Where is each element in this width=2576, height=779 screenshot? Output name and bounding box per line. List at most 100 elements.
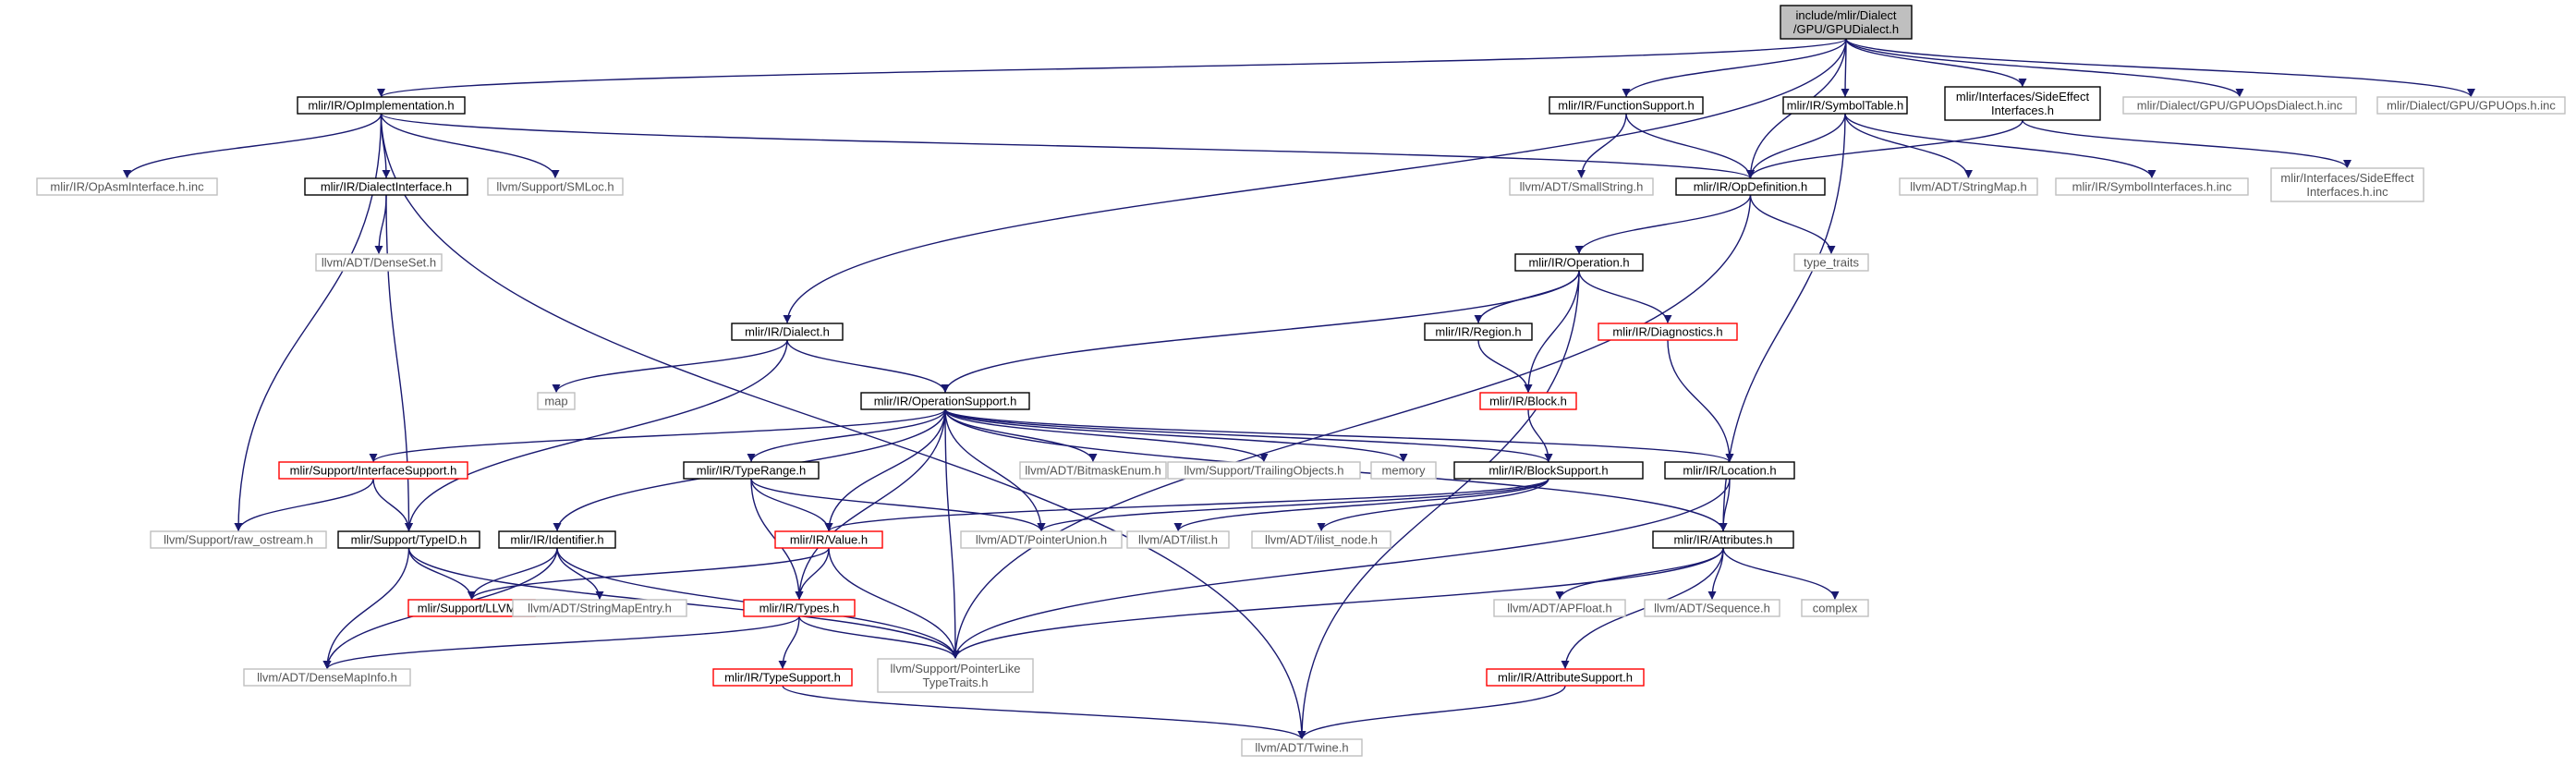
node-stringmap[interactable]: llvm/ADT/StringMap.h — [1899, 177, 2038, 196]
node-label: TypeTraits.h — [922, 676, 988, 689]
node-label: /GPU/GPUDialect.h — [1793, 22, 1899, 36]
node-box — [304, 177, 468, 196]
edge-opdef-to-typetraits — [1749, 194, 1836, 255]
edge-dialect-to-map — [552, 339, 788, 394]
node-box — [1251, 530, 1391, 549]
node-memory[interactable]: memory — [1370, 461, 1437, 480]
node-funcsupport[interactable]: mlir/IR/FunctionSupport.h — [1549, 96, 1704, 115]
node-box — [860, 392, 1030, 410]
node-box — [1793, 253, 1869, 272]
node-stringmapentry[interactable]: llvm/ADT/StringMapEntry.h — [512, 599, 687, 617]
node-value[interactable]: mlir/IR/Value.h — [774, 530, 883, 549]
node-twine[interactable]: llvm/ADT/Twine.h — [1241, 738, 1363, 757]
edge-typeid-to-llvmh — [407, 547, 476, 601]
node-label: mlir/IR/Attributes.h — [1674, 533, 1773, 547]
edge-types-to-typesupport — [778, 615, 800, 670]
node-apfloat[interactable]: llvm/ADT/APFloat.h — [1493, 599, 1626, 617]
node-box — [877, 658, 1034, 693]
node-root[interactable]: include/mlir/Dialect/GPU/GPUDialect.h — [1780, 5, 1913, 40]
node-dialect[interactable]: mlir/IR/Dialect.h — [731, 323, 844, 341]
node-llvmh[interactable]: mlir/Support/LLVM.h — [407, 599, 536, 617]
edge-diagnostics-to-location — [1667, 339, 1734, 463]
node-label: llvm/ADT/StringMap.h — [1910, 180, 2026, 194]
edge-operation-to-diagnostics — [1578, 270, 1672, 324]
node-typesupport[interactable]: mlir/IR/TypeSupport.h — [712, 668, 853, 687]
node-label: mlir/IR/Block.h — [1489, 395, 1567, 408]
edge-ifacesupport-to-typeid — [372, 478, 413, 532]
node-smallstring[interactable]: llvm/ADT/SmallString.h — [1509, 177, 1654, 196]
node-label: mlir/IR/OpImplementation.h — [308, 99, 454, 113]
node-label: llvm/ADT/ilist_node.h — [1265, 533, 1378, 547]
node-sequence[interactable]: llvm/ADT/Sequence.h — [1644, 599, 1780, 617]
node-dialectiface[interactable]: mlir/IR/DialectInterface.h — [304, 177, 468, 196]
node-box — [1801, 599, 1869, 617]
node-label: mlir/IR/OperationSupport.h — [874, 395, 1017, 408]
node-bitmask[interactable]: llvm/ADT/BitmaskEnum.h — [1019, 461, 1167, 480]
edge-ifacesupport-to-rawostream — [234, 478, 374, 532]
dependency-edges — [123, 38, 2475, 740]
node-ifacesupport[interactable]: mlir/Support/InterfaceSupport.h — [278, 461, 468, 480]
edge-dialect-to-opsupport — [786, 339, 950, 394]
edge-operation-to-region — [1474, 270, 1580, 324]
node-diagnostics[interactable]: mlir/IR/Diagnostics.h — [1598, 323, 1738, 341]
node-opsupport[interactable]: mlir/IR/OperationSupport.h — [860, 392, 1030, 410]
node-rawostream[interactable]: llvm/Support/raw_ostream.h — [150, 530, 327, 549]
node-box — [1664, 461, 1795, 480]
node-symtable[interactable]: mlir/IR/SymbolTable.h — [1782, 96, 1908, 115]
node-pointerunion[interactable]: llvm/ADT/PointerUnion.h — [960, 530, 1123, 549]
node-label: llvm/ADT/StringMapEntry.h — [528, 602, 672, 615]
node-trailing[interactable]: llvm/Support/TrailingObjects.h — [1167, 461, 1361, 480]
edge-typesupport-to-twine — [782, 685, 1306, 740]
node-denseset[interactable]: llvm/ADT/DenseSet.h — [315, 253, 443, 272]
node-label: mlir/Support/TypeID.h — [351, 533, 468, 547]
node-typerange[interactable]: mlir/IR/TypeRange.h — [683, 461, 820, 480]
node-box — [731, 323, 844, 341]
edge-value-to-types — [795, 547, 830, 601]
node-sideinc[interactable]: mlir/Interfaces/SideEffectInterfaces.h.i… — [2270, 167, 2424, 202]
edge-sideeffect-to-sideinc — [2022, 119, 2351, 169]
node-attributes[interactable]: mlir/IR/Attributes.h — [1652, 530, 1794, 549]
node-map[interactable]: map — [537, 392, 576, 410]
node-box — [1126, 530, 1230, 549]
node-label: mlir/IR/TypeSupport.h — [724, 671, 841, 685]
node-block[interactable]: mlir/IR/Block.h — [1479, 392, 1577, 410]
node-box — [1644, 599, 1780, 617]
node-gpuops[interactable]: mlir/Dialect/GPU/GPUOps.h.inc — [2376, 96, 2566, 115]
node-label: mlir/IR/Types.h — [759, 602, 840, 615]
node-types[interactable]: mlir/IR/Types.h — [743, 599, 856, 617]
edge-location-to-pointerlike — [951, 478, 1731, 660]
edge-types-to-pointerlike — [798, 615, 960, 660]
node-complex[interactable]: complex — [1801, 599, 1869, 617]
node-blocksupport[interactable]: mlir/IR/BlockSupport.h — [1453, 461, 1644, 480]
node-location[interactable]: mlir/IR/Location.h — [1664, 461, 1795, 480]
node-symiface[interactable]: mlir/IR/SymbolInterfaces.h.inc — [2055, 177, 2249, 196]
node-typetraits[interactable]: type_traits — [1793, 253, 1869, 272]
node-opasm[interactable]: mlir/IR/OpAsmInterface.h.inc — [36, 177, 218, 196]
node-label: mlir/IR/TypeRange.h — [697, 464, 807, 478]
node-label: mlir/IR/BlockSupport.h — [1488, 464, 1608, 478]
node-region[interactable]: mlir/IR/Region.h — [1424, 323, 1533, 341]
node-label: mlir/IR/SymbolTable.h — [1787, 99, 1903, 113]
node-ilistnode[interactable]: llvm/ADT/ilist_node.h — [1251, 530, 1391, 549]
node-typeid[interactable]: mlir/Support/TypeID.h — [337, 530, 480, 549]
node-smloc[interactable]: llvm/Support/SMLoc.h — [487, 177, 624, 196]
node-identifier[interactable]: mlir/IR/Identifier.h — [498, 530, 616, 549]
edge-blocksupport-to-ilistnode — [1317, 478, 1549, 532]
node-opdef[interactable]: mlir/IR/OpDefinition.h — [1675, 177, 1826, 196]
node-label: mlir/IR/OpDefinition.h — [1694, 180, 1808, 194]
edge-typeid-to-densemapinfo — [322, 547, 410, 670]
node-attrsupport[interactable]: mlir/IR/AttributeSupport.h — [1486, 668, 1645, 687]
node-densemapinfo[interactable]: llvm/ADT/DenseMapInfo.h — [243, 668, 411, 687]
node-ilist[interactable]: llvm/ADT/ilist.h — [1126, 530, 1230, 549]
node-opimpl[interactable]: mlir/IR/OpImplementation.h — [297, 96, 466, 115]
node-box — [243, 668, 411, 687]
edge-attrsupport-to-twine — [1297, 685, 1566, 740]
edge-root-to-funcsupport — [1622, 38, 1847, 98]
node-operation[interactable]: mlir/IR/Operation.h — [1514, 253, 1644, 272]
node-label: mlir/IR/FunctionSupport.h — [1558, 99, 1694, 113]
edge-attributes-to-complex — [1722, 547, 1840, 601]
node-gpuopsdialect[interactable]: mlir/Dialect/GPU/GPUOpsDialect.h.inc — [2122, 96, 2357, 115]
edge-root-to-symtable — [1841, 38, 1850, 98]
